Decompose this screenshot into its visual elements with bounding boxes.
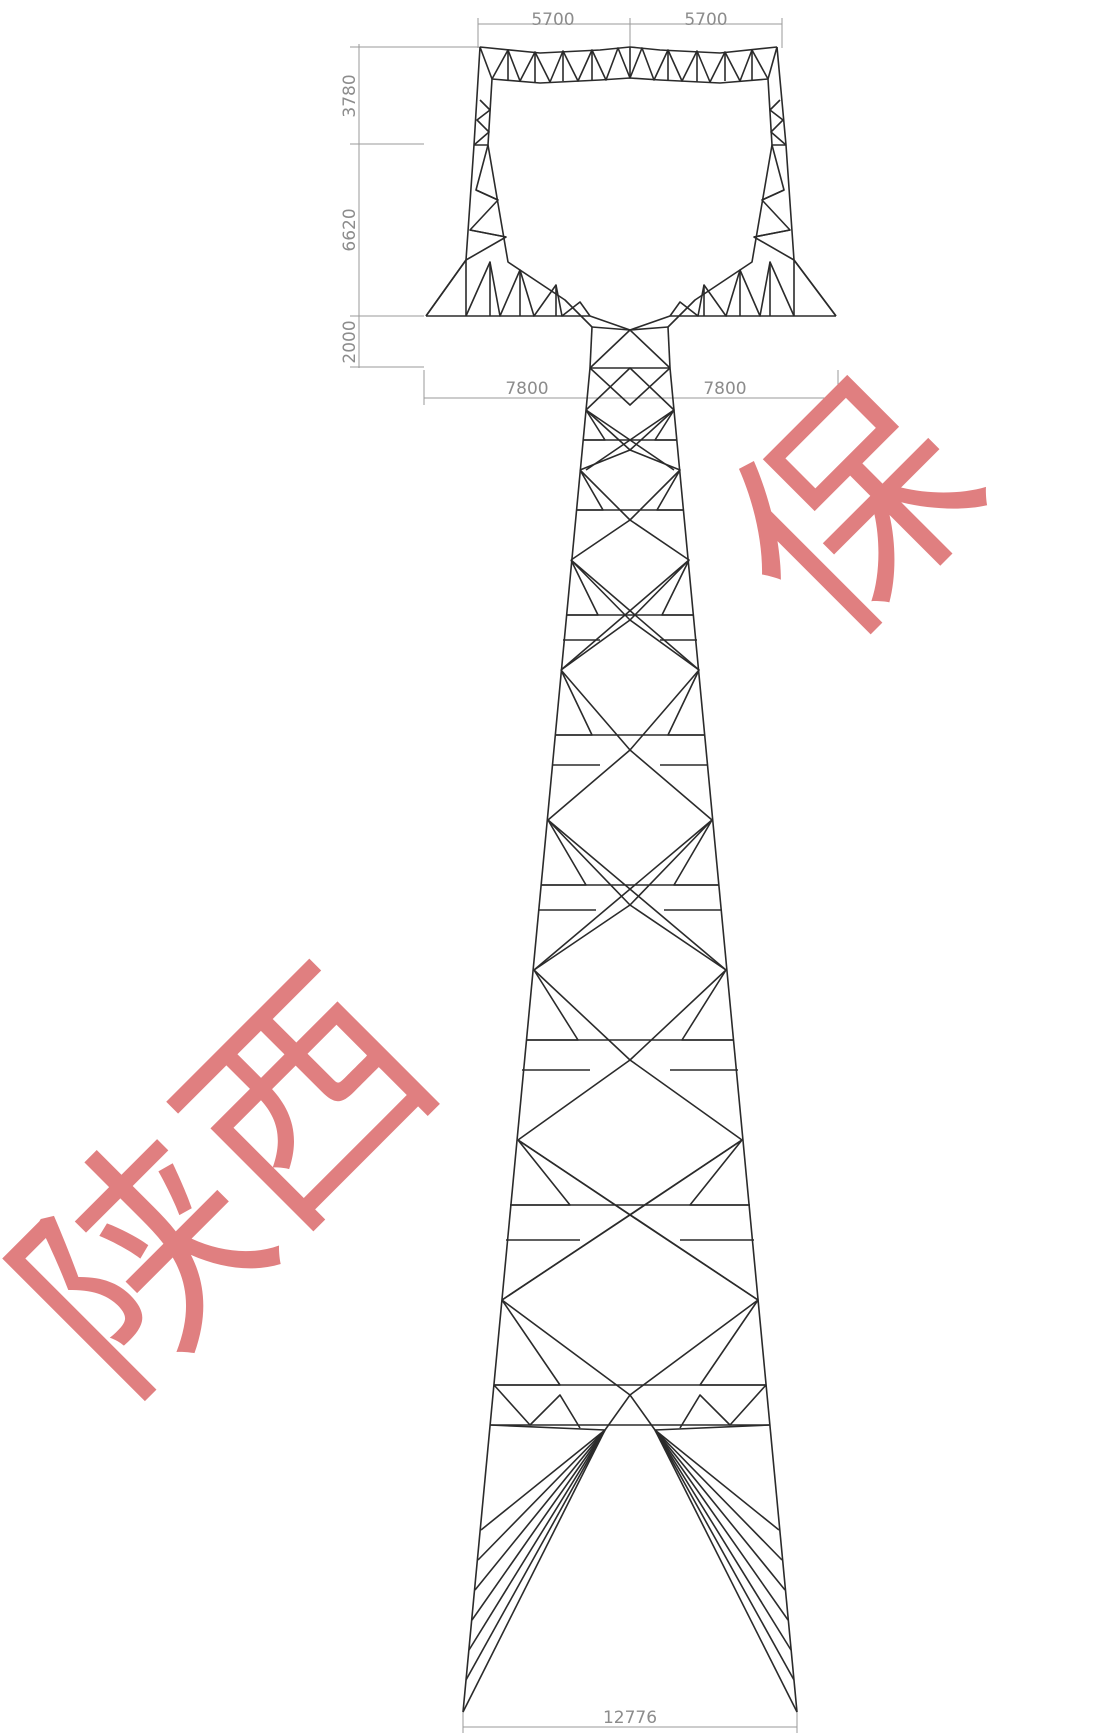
top-chord-lower: [491, 77, 769, 84]
fan-l-3: [468, 1429, 606, 1651]
brace-8: [501, 1214, 759, 1396]
fan-l-7: [480, 1429, 606, 1531]
tri-r-7: [689, 1139, 750, 1206]
tri-r-8: [699, 1299, 766, 1386]
fan-r-5: [654, 1429, 786, 1591]
top-end-left: [479, 46, 493, 80]
tri-l-4: [555, 669, 593, 736]
left-arm-tip: [425, 259, 467, 317]
brace-1: [585, 367, 675, 451]
fan-r-1: [654, 1429, 798, 1713]
head-right-rung-2: [753, 229, 791, 238]
brace-5: [547, 749, 713, 906]
tri-l-8: [494, 1299, 561, 1386]
head-left-upper-lacing: [473, 99, 491, 146]
brace-7: [517, 1059, 743, 1216]
waist-diag-left: [589, 326, 631, 369]
dim-top-left: 5700: [531, 10, 574, 30]
x-4b: [501, 1139, 743, 1301]
fan-r-3: [654, 1429, 792, 1651]
fan-l-4: [471, 1429, 606, 1621]
tri-l-3: [566, 559, 599, 616]
waist-left: [589, 326, 593, 369]
tri-r-4: [667, 669, 705, 736]
right-arm-lacing: [669, 261, 795, 317]
dim-arm-left: 7800: [505, 379, 548, 399]
right-arm-tip: [793, 259, 837, 317]
watermark-left: 陕西: [0, 925, 484, 1439]
brace-6: [533, 904, 727, 1061]
dim-base-width: 12776: [603, 1708, 657, 1728]
fan-r-4: [654, 1429, 789, 1621]
head-right-inner: [667, 78, 773, 328]
fan-l-6: [477, 1429, 606, 1561]
split-left-lacing: [493, 1384, 581, 1429]
waist-right: [667, 326, 671, 369]
top-lacing-right: [629, 47, 769, 83]
fan-r-7: [654, 1429, 780, 1531]
split-left-bar: [489, 1424, 606, 1431]
brace-3: [570, 519, 690, 621]
split-right-bar: [654, 1424, 771, 1431]
dim-lower-height: 2000: [340, 320, 360, 363]
tower-body: [462, 367, 798, 1713]
dimension-lines: [350, 18, 839, 1733]
tri-l-7: [510, 1139, 571, 1206]
top-end-right: [767, 46, 778, 80]
tri-r-1: [654, 409, 677, 441]
head-right-upper-lacing: [769, 99, 787, 146]
dim-arm-right: 7800: [703, 379, 746, 399]
top-chord-upper: [479, 46, 778, 54]
tri-l-6: [526, 969, 579, 1041]
split-left-top: [604, 1394, 631, 1431]
dim-middle-height: 6620: [340, 208, 360, 251]
head-left-rung-1: [475, 189, 499, 201]
x-4a: [517, 1139, 759, 1301]
tri-r-3: [661, 559, 694, 616]
tower-head: [425, 46, 837, 369]
brace-0: [589, 367, 671, 406]
head-left-inner: [487, 78, 593, 328]
split-right-top: [629, 1394, 656, 1431]
top-lacing-left: [491, 47, 631, 83]
tri-l-1: [583, 409, 606, 441]
dim-top-right: 5700: [684, 10, 727, 30]
tri-r-6: [681, 969, 734, 1041]
left-arm-lacing: [465, 261, 591, 317]
fan-r-6: [654, 1429, 783, 1561]
fan-r-2: [654, 1429, 795, 1681]
dim-upper-height: 3780: [340, 74, 360, 117]
fan-l-5: [474, 1429, 606, 1591]
fan-l-1: [462, 1429, 606, 1713]
head-left-rung-2: [469, 229, 507, 238]
fan-l-2: [465, 1429, 606, 1681]
split-right-lacing: [679, 1384, 767, 1429]
tri-l-2: [577, 469, 604, 511]
waist-diag-right: [629, 326, 671, 369]
x-3a: [547, 819, 727, 971]
head-right-rung-1: [761, 189, 785, 201]
tri-r-5: [673, 819, 719, 886]
tri-r-2: [656, 469, 683, 511]
head-left-outer: [425, 46, 481, 317]
tri-l-5: [541, 819, 587, 886]
x-3b: [533, 819, 713, 971]
